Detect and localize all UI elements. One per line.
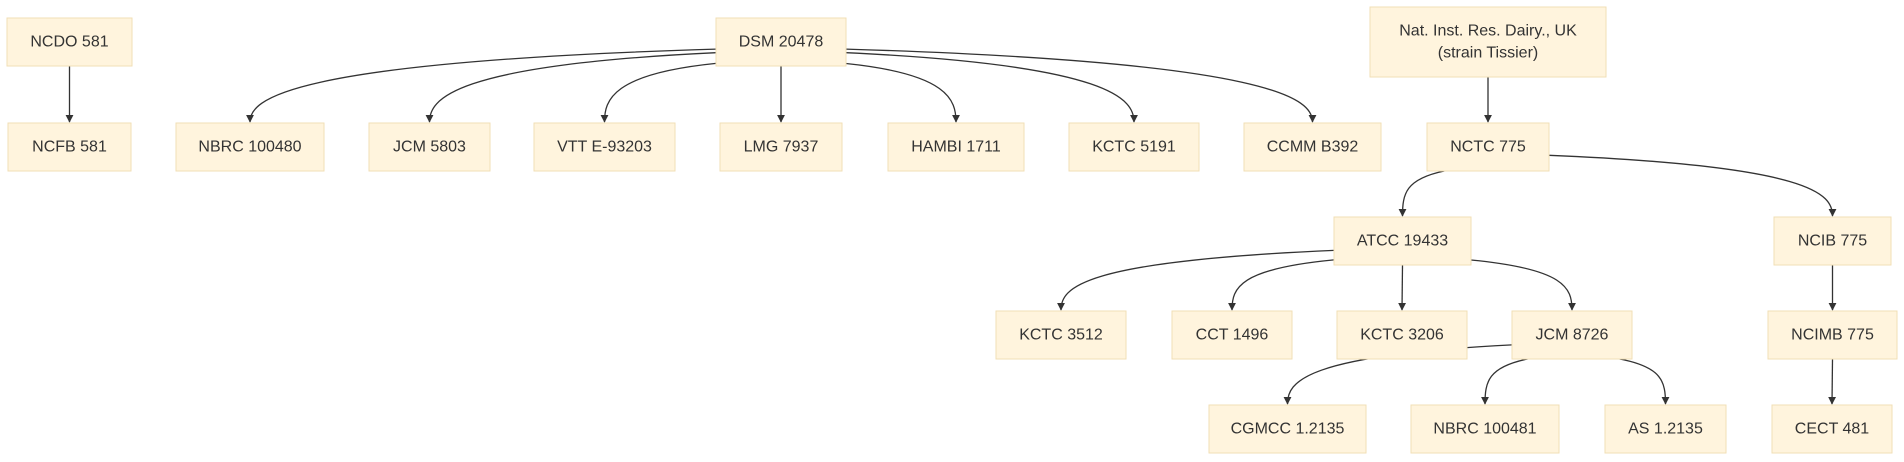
node-label: NCIMB 775 [1791,327,1874,344]
edge-dsm20478-to-jcm5803 [425,52,717,123]
node-jcm8726[interactable]: JCM 8726 [1511,310,1633,360]
node-label: NBRC 100480 [198,139,301,156]
node-label: VTT E-93203 [557,139,652,156]
node-label: NCIB 775 [1798,233,1867,250]
edges-layer [65,48,1837,405]
node-nbrc100481[interactable]: NBRC 100481 [1410,404,1560,454]
node-box [1771,404,1893,454]
node-dsm20478[interactable]: DSM 20478 [715,17,847,67]
edge-atcc19433-to-kctc3206 [1398,264,1407,311]
node-box [6,17,133,67]
node-as12135[interactable]: AS 1.2135 [1604,404,1727,454]
node-label: KCTC 5191 [1092,139,1176,156]
node-jcm5803[interactable]: JCM 5803 [368,122,491,172]
node-box [1208,404,1367,454]
node-label: DSM 20478 [739,34,824,51]
node-ccmmb392[interactable]: CCMM B392 [1243,122,1382,172]
edge-nctc775-to-ncib775 [1548,154,1837,217]
node-label: CGMCC 1.2135 [1231,421,1345,438]
node-box [1336,310,1468,360]
node-kctc3512[interactable]: KCTC 3512 [995,310,1127,360]
node-nctc775[interactable]: NCTC 775 [1426,122,1550,172]
node-nbrc100480[interactable]: NBRC 100480 [175,122,325,172]
node-box [995,310,1127,360]
edge-dsm20478-to-hambi1711 [845,62,960,123]
node-box [533,122,676,172]
edge-jcm8726-to-as12135 [1619,358,1670,405]
node-box [1604,404,1727,454]
node-box [1511,310,1633,360]
node-box [1333,216,1472,266]
node-label: NCTC 775 [1450,139,1526,156]
node-label: (strain Tissier) [1438,45,1538,62]
node-label: NBRC 100481 [1433,421,1536,438]
node-label: NCFB 581 [32,139,107,156]
node-box [715,17,847,67]
node-box [1410,404,1560,454]
node-box [1171,310,1293,360]
edge-atcc19433-to-cct1496 [1228,259,1335,311]
edge-atcc19433-to-kctc3512 [1057,249,1335,311]
node-box [7,122,132,172]
edge-dsm20478-to-vtte93203 [600,62,717,123]
node-label: CCMM B392 [1267,139,1359,156]
node-box [1243,122,1382,172]
edge-dsm20478-to-kctc5191 [845,52,1138,123]
node-label: JCM 8726 [1536,327,1609,344]
node-label: KCTC 3206 [1360,327,1444,344]
node-vtte93203[interactable]: VTT E-93203 [533,122,676,172]
node-label: LMG 7937 [744,139,819,156]
node-label: NCDO 581 [30,34,108,51]
edge-ncimb775-to-cect481 [1828,358,1837,405]
node-box [1773,216,1892,266]
node-label: HAMBI 1711 [911,139,1001,156]
node-kctc5191[interactable]: KCTC 5191 [1068,122,1200,172]
node-cect481[interactable]: CECT 481 [1771,404,1893,454]
node-ncib775[interactable]: NCIB 775 [1773,216,1892,266]
node-label: CCT 1496 [1196,327,1269,344]
node-natinst[interactable]: Nat. Inst. Res. Dairy., UK (strain Tissie… [1369,6,1607,78]
node-kctc3206[interactable]: KCTC 3206 [1336,310,1468,360]
node-box [175,122,325,172]
edge-nctc775-to-atcc19433 [1398,170,1445,217]
node-atcc19433[interactable]: ATCC 19433 [1333,216,1472,266]
node-box [719,122,843,172]
edge-jcm8726-to-nbrc100481 [1481,358,1528,405]
node-box [1369,6,1607,78]
node-ncfb581[interactable]: NCFB 581 [7,122,132,172]
node-cgmcc12135[interactable]: CGMCC 1.2135 [1208,404,1367,454]
node-box [1426,122,1550,172]
edge-atcc19433-to-jcm8726 [1470,259,1576,311]
node-label: AS 1.2135 [1628,421,1703,438]
node-box [1068,122,1200,172]
node-lmg7937[interactable]: LMG 7937 [719,122,843,172]
node-label: ATCC 19433 [1357,233,1448,250]
node-box [1767,310,1898,360]
edge-dsm20478-to-ccmmb392 [845,48,1317,123]
node-ncimb775[interactable]: NCIMB 775 [1767,310,1898,360]
edge-dsm20478-to-nbrc100480 [246,48,717,123]
node-label: CECT 481 [1795,421,1870,438]
node-box [887,122,1025,172]
node-label: Nat. Inst. Res. Dairy., UK [1399,23,1577,40]
node-ncdo581[interactable]: NCDO 581 [6,17,133,67]
node-label: KCTC 3512 [1019,327,1103,344]
node-box [368,122,491,172]
node-hambi1711[interactable]: HAMBI 1711 [887,122,1025,172]
node-label: JCM 5803 [393,139,466,156]
node-cct1496[interactable]: CCT 1496 [1171,310,1293,360]
